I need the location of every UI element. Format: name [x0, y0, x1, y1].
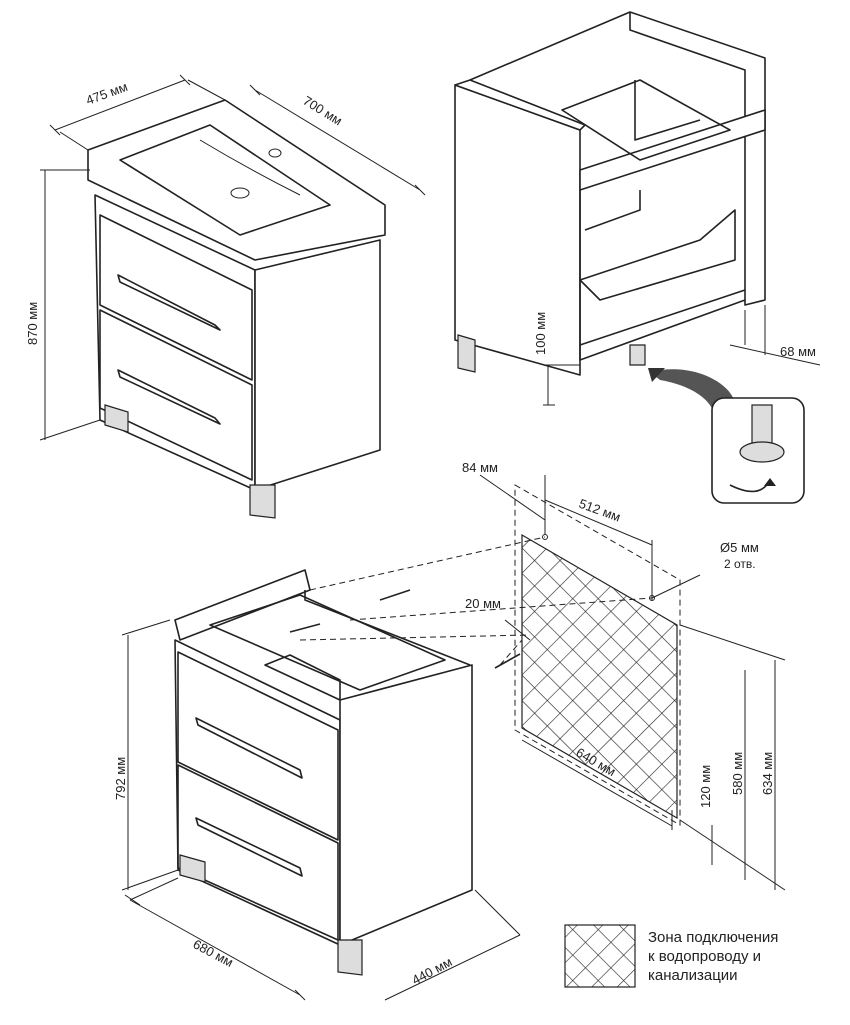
cabinet-assembled — [121, 569, 521, 1001]
leg-adjust-callout — [648, 368, 805, 504]
dim-hole-spacing: 512 мм — [577, 496, 623, 525]
wall-mounting-scheme — [289, 474, 786, 891]
dim-leg-adjust: 68 мм — [780, 344, 816, 359]
dim-cabinet-width: 680 мм — [191, 936, 236, 970]
dim-hole-height: 634 мм — [760, 752, 775, 795]
dim-sink-width: 700 мм — [300, 93, 345, 129]
legend-line-3: канализации — [648, 967, 738, 984]
cabinet-frame-open — [454, 11, 821, 406]
vanity-with-sink — [39, 74, 426, 519]
dim-zone-bottom: 120 мм — [698, 765, 713, 808]
dim-zone-height: 580 мм — [730, 752, 745, 795]
dim-leg-height: 100 мм — [533, 312, 548, 355]
dim-cabinet-depth: 440 мм — [409, 954, 454, 988]
dim-hole-diameter: Ø5 мм — [720, 540, 759, 555]
dim-cabinet-height: 792 мм — [113, 757, 128, 800]
dim-hole-top: 20 мм — [465, 596, 501, 611]
connection-zone-legend-swatch — [564, 924, 636, 988]
connection-zone-legend: Зона подключения к водопроводу и канализ… — [648, 928, 828, 985]
dim-hole-offset: 84 мм — [462, 460, 498, 475]
legend-line-1: Зона подключения — [648, 929, 779, 946]
legend-line-2: к водопроводу и — [648, 948, 762, 965]
dim-hole-count: 2 отв. — [724, 557, 756, 571]
dim-total-height: 870 мм — [25, 302, 40, 345]
